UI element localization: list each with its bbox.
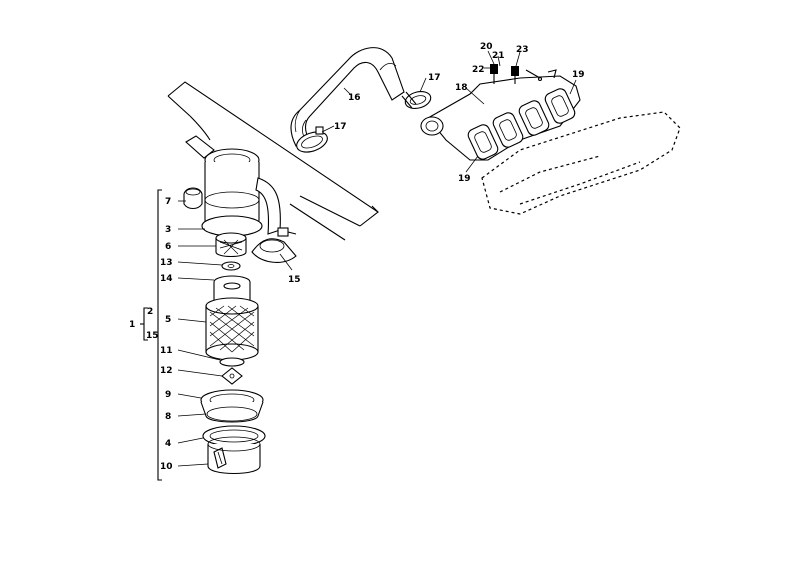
group-brackets	[140, 189, 162, 481]
label-21: 21	[492, 51, 505, 61]
intake-duct	[167, 81, 379, 241]
callout-labels: 7 3 6 13 14 1 2 15 5 11 12 9 8 4 10 15 1…	[129, 42, 585, 472]
intake-manifold	[420, 64, 581, 161]
label-17-top: 17	[428, 73, 441, 83]
dust-cup	[207, 436, 261, 474]
label-4: 4	[165, 439, 171, 449]
label-16: 16	[348, 93, 361, 103]
label-14: 14	[160, 274, 173, 284]
label-19-right: 19	[572, 70, 585, 80]
element-spring	[215, 232, 247, 258]
label-18: 18	[455, 83, 468, 93]
clamp-ring	[202, 425, 266, 447]
rubber-boot	[251, 238, 297, 263]
label-15: 15	[288, 275, 301, 285]
label-5: 5	[165, 315, 171, 325]
filter-element	[205, 275, 259, 361]
label-11: 11	[160, 346, 173, 356]
air-cleaner-housing	[185, 135, 297, 237]
label-1: 1	[129, 320, 135, 330]
label-8: 8	[165, 412, 171, 422]
hose-clamp-upper	[401, 91, 432, 109]
hose-clamp-lower	[296, 126, 328, 153]
vacuator-cap	[183, 187, 203, 210]
label-7: 7	[165, 197, 171, 207]
label-15-bracket: 15	[146, 331, 159, 341]
label-23: 23	[516, 45, 529, 55]
label-20: 20	[480, 42, 493, 52]
bowl	[200, 389, 264, 423]
washer-13	[221, 261, 241, 271]
label-17-mid: 17	[334, 122, 347, 132]
label-19-bottom: 19	[458, 174, 471, 184]
seal-11	[219, 357, 245, 367]
label-9: 9	[165, 390, 171, 400]
label-13: 13	[160, 258, 173, 268]
label-3: 3	[165, 225, 171, 235]
label-6: 6	[165, 242, 171, 252]
label-10: 10	[160, 462, 173, 472]
engine-outline	[481, 111, 681, 215]
label-12: 12	[160, 366, 173, 376]
wing-nut-12	[221, 367, 243, 385]
label-2: 2	[147, 307, 153, 317]
leader-lines	[177, 50, 577, 467]
label-22: 22	[472, 65, 485, 75]
